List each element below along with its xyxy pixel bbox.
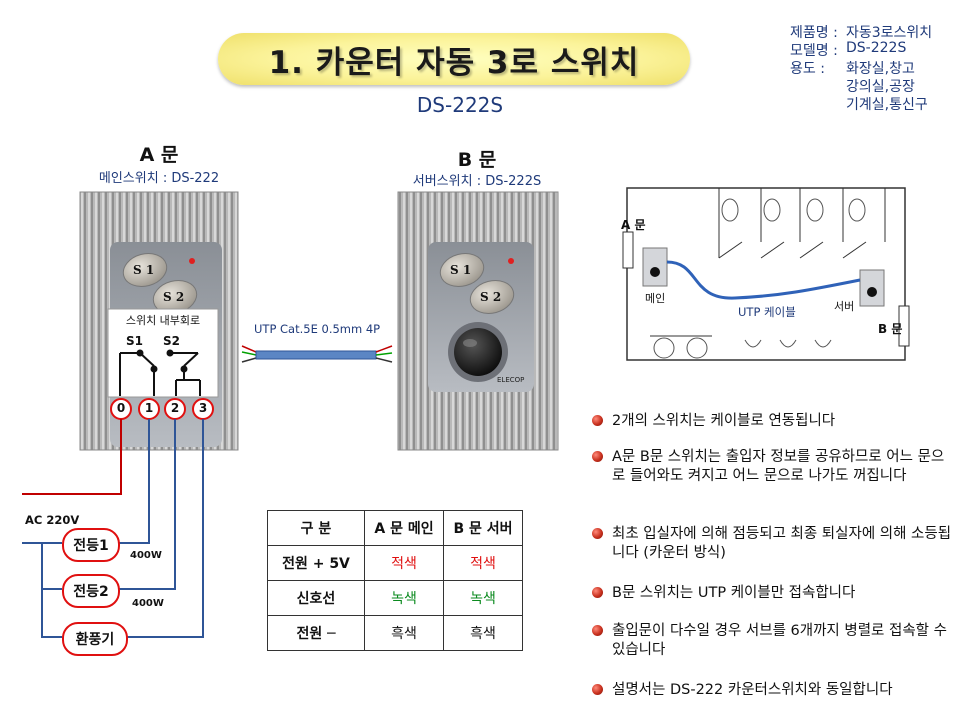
terminal-label: 1 [144, 401, 154, 415]
floorplan-main: 메인 [645, 292, 666, 305]
utp-cable [241, 345, 393, 363]
cell-b: 흑색 [443, 615, 523, 651]
floorplan-door-b: B 문 [878, 322, 903, 336]
table-header: B 문 서버 [443, 510, 523, 546]
table-header: 구 분 [267, 510, 365, 546]
load-name: 전등1 [73, 538, 109, 554]
row-label: 전원 ─ [267, 615, 365, 651]
door-a-title: A 문 [139, 144, 179, 166]
title-banner: 1. 카운터 자동 3로 스위치 [218, 33, 690, 85]
table-row: 전원 ─ 흑색 흑색 [267, 615, 523, 651]
cell-a: 흑색 [364, 615, 444, 651]
wire-color-table: 구 분 A 문 메인 B 문 서버 전원 + 5V 적색 적색 신호선 녹색 녹… [267, 510, 523, 651]
circuit-lines [119, 352, 201, 396]
circuit-contacts [136, 349, 188, 373]
row-label: 신호선 [267, 580, 365, 616]
info-label: 모델명 : [790, 43, 838, 59]
door-a-subtitle: 메인스위치 : DS-222 [98, 171, 220, 186]
button-s1-label: S 1 [133, 263, 155, 277]
bullet-item: B문 스위치는 UTP 케이블만 접속합니다 [592, 584, 952, 604]
terminal-label: 0 [116, 401, 126, 415]
page-title: 1. 카운터 자동 3로 스위치 [268, 44, 640, 81]
bullet-item: A문 B문 스위치는 출입자 정보를 공유하므로 어느 문으로 들어와도 켜지고… [592, 448, 952, 508]
floorplan-door-a: A 문 [621, 218, 646, 232]
cell-a: 녹색 [364, 580, 444, 616]
table-row: 신호선 녹색 녹색 [267, 580, 523, 616]
cell-a: 적색 [364, 545, 444, 581]
brand-label: ELECOP [497, 376, 525, 384]
floorplan-server: 서버 [834, 300, 855, 313]
terminal-label: 2 [170, 401, 180, 415]
load-watt: 400W [132, 598, 164, 609]
circuit-s2: S2 [163, 334, 180, 348]
device-b-switch [397, 191, 559, 451]
bullet-icon [592, 415, 603, 426]
bullet-item: 설명서는 DS-222 카운터스위치와 동일합니다 [592, 681, 952, 701]
load-light-2: 전등2 [62, 574, 120, 608]
load-name: 전등2 [73, 584, 109, 600]
info-extra: 기계실,통신구 [846, 97, 928, 113]
load-name: 환풍기 [75, 632, 115, 648]
info-extra: 강의실,공장 [846, 79, 915, 95]
load-wiring [22, 419, 204, 638]
terminals [110, 398, 214, 420]
load-light-1: 전등1 [62, 528, 120, 562]
table-header: A 문 메인 [364, 510, 444, 546]
door-b-subtitle: 서버스위치 : DS-222S [412, 174, 542, 189]
bullet-item: 2개의 스위치는 케이블로 연동됩니다 [592, 412, 952, 432]
floor-plan [622, 187, 910, 361]
bullet-icon [592, 528, 603, 539]
model-subtitle: DS-222S [416, 93, 504, 117]
product-info: 제품명 : 자동3로스위치 모델명 : DS-222S 용도 : 화장실,창고 강의실… [790, 22, 955, 113]
bullet-icon [592, 625, 603, 636]
cell-b: 녹색 [443, 580, 523, 616]
button-s1-label-b: S 1 [450, 263, 472, 277]
info-label: 제품명 : [790, 25, 838, 41]
circuit-title: 스위치 내부회로 [125, 314, 201, 327]
power-label: AC 220V [25, 513, 80, 527]
bullet-icon [592, 684, 603, 695]
button-s2-label-b: S 2 [480, 290, 502, 304]
table-row: 전원 + 5V 적색 적색 [267, 545, 523, 581]
info-label: 용도 : [790, 61, 825, 77]
info-value: 화장실,창고 [846, 61, 915, 77]
circuit-s1: S1 [126, 334, 143, 348]
button-s2-label: S 2 [163, 290, 185, 304]
load-fan: 환풍기 [62, 622, 128, 656]
load-watt: 400W [130, 550, 162, 561]
bullet-icon [592, 587, 603, 598]
terminal-label: 3 [198, 401, 208, 415]
bullet-item: 최초 입실자에 의해 점등되고 최종 퇴실자에 의해 소등됩니다 (카운터 방식… [592, 525, 952, 565]
door-b-title: B 문 [457, 149, 497, 171]
row-label: 전원 + 5V [267, 545, 365, 581]
bullet-item: 출입문이 다수일 경우 서브를 6개까지 병렬로 접속할 수 있습니다 [592, 622, 952, 662]
bullet-icon [592, 451, 603, 462]
cable-label: UTP Cat.5E 0.5mm 4P [254, 322, 381, 336]
info-value: 자동3로스위치 [846, 25, 933, 41]
info-value: DS-222S [846, 40, 907, 56]
floorplan-cable: UTP 케이블 [738, 305, 796, 319]
cell-b: 적색 [443, 545, 523, 581]
